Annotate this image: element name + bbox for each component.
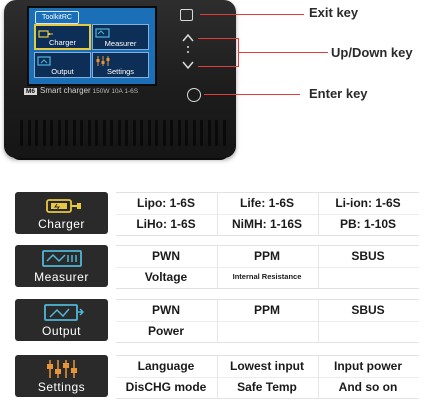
table-cell: SBUS xyxy=(351,302,385,317)
device-screen: ToolkitRC Charger Measurer Output xyxy=(27,6,157,86)
cell-grid xyxy=(116,192,419,236)
table-cell: Internal Resistance xyxy=(232,272,302,281)
table-cell: PPM xyxy=(253,248,280,263)
table-cell: NiMH: 1-16S xyxy=(231,216,302,231)
up-arrow-icon[interactable] xyxy=(182,33,194,43)
updown-callout-line xyxy=(198,38,238,39)
tile-output[interactable]: Output xyxy=(34,52,91,78)
updown-key-label: Up/Down key xyxy=(331,45,413,60)
charger-icon xyxy=(46,199,81,213)
enter-key-label: Enter key xyxy=(309,86,368,101)
table-cell: PWN xyxy=(152,248,180,263)
table-cell: Lowest input xyxy=(230,358,304,373)
charger-icon xyxy=(38,30,53,38)
dot-icon xyxy=(187,46,189,48)
updown-callout-line xyxy=(238,52,328,53)
table-cell: Power xyxy=(147,323,184,338)
table-cell xyxy=(318,266,418,287)
enter-key-button[interactable] xyxy=(187,88,201,102)
feature-row-settings: Settings Language Lowest input Input pow… xyxy=(15,352,419,400)
table-cell: Safe Temp xyxy=(237,379,297,394)
tile-settings[interactable]: Settings xyxy=(92,52,149,78)
table-cell: LiHo: 1-6S xyxy=(136,216,196,231)
model-spec: 150W 10A 1-6S xyxy=(92,88,139,95)
table-cell: And so on xyxy=(338,379,398,394)
badge-label: Settings xyxy=(37,380,86,394)
badge-label: Measurer xyxy=(34,270,89,284)
output-badge: Output xyxy=(15,299,108,341)
dot-icon xyxy=(187,51,189,53)
feature-row-output: Output PWN PPM SBUS Power xyxy=(15,296,419,344)
settings-cells: Language Lowest input Input power DisCHG… xyxy=(116,355,419,399)
tile-label: Charger xyxy=(48,38,77,47)
feature-row-measurer: Measurer PWN PPM SBUS Voltage Internal R… xyxy=(15,242,419,290)
cell-grid xyxy=(116,355,419,399)
measurer-badge: Measurer xyxy=(15,245,108,287)
down-arrow-icon[interactable] xyxy=(182,60,194,70)
model-badge: M6 xyxy=(24,88,38,95)
tile-label: Settings xyxy=(106,67,135,76)
charger-device: ToolkitRC Charger Measurer Output xyxy=(4,0,236,158)
settings-badge: Settings xyxy=(15,355,108,397)
table-cell: PB: 1-10S xyxy=(339,216,397,231)
output-icon xyxy=(37,56,51,66)
badge-label: Output xyxy=(41,324,82,338)
tile-measurer[interactable]: Measurer xyxy=(92,24,149,50)
table-cell: Life: 1-6S xyxy=(239,195,294,210)
settings-icon xyxy=(96,56,110,66)
exit-key-button[interactable] xyxy=(180,9,193,21)
cell-grid xyxy=(116,245,419,289)
table-cell: DisCHG mode xyxy=(125,379,207,394)
table-cell: Language xyxy=(137,358,195,373)
measurer-cells: PWN PPM SBUS Voltage Internal Resistance xyxy=(116,245,419,289)
exit-callout-line xyxy=(200,14,304,15)
vent-grille xyxy=(20,120,226,146)
charger-badge: Charger xyxy=(15,192,108,234)
table-cell: PWN xyxy=(152,302,180,317)
measurer-icon xyxy=(95,28,110,38)
table-cell: Input power xyxy=(334,358,402,373)
cell-grid xyxy=(116,299,419,343)
table-cell xyxy=(318,320,418,341)
charger-cells: Lipo: 1-6S Life: 1-6S Li-ion: 1-6S LiHo:… xyxy=(116,192,419,236)
table-cell: SBUS xyxy=(351,248,385,263)
table-cell: PPM xyxy=(253,302,280,317)
feature-row-charger: Charger Lipo: 1-6S Life: 1-6S Li-ion: 1-… xyxy=(15,189,419,237)
table-cell: Li-ion: 1-6S xyxy=(335,195,401,210)
table-cell: Voltage xyxy=(144,269,188,284)
tile-label: Output xyxy=(51,67,74,76)
enter-callout-line xyxy=(204,94,300,95)
badge-label: Charger xyxy=(38,217,85,231)
table-cell xyxy=(217,320,317,341)
measurer-icon xyxy=(42,250,82,267)
screen-brand-title: ToolkitRC xyxy=(35,11,79,24)
output-cells: PWN PPM SBUS Power xyxy=(116,299,419,343)
tile-label: Measurer xyxy=(104,39,137,48)
table-cell: Lipo: 1-6S xyxy=(136,195,195,210)
exit-key-label: Exit key xyxy=(309,5,359,20)
output-icon xyxy=(44,304,85,321)
tile-charger[interactable]: Charger xyxy=(34,24,91,50)
updown-callout-line xyxy=(198,66,238,67)
settings-icon xyxy=(47,360,77,378)
model-name: Smart charger xyxy=(40,86,91,95)
